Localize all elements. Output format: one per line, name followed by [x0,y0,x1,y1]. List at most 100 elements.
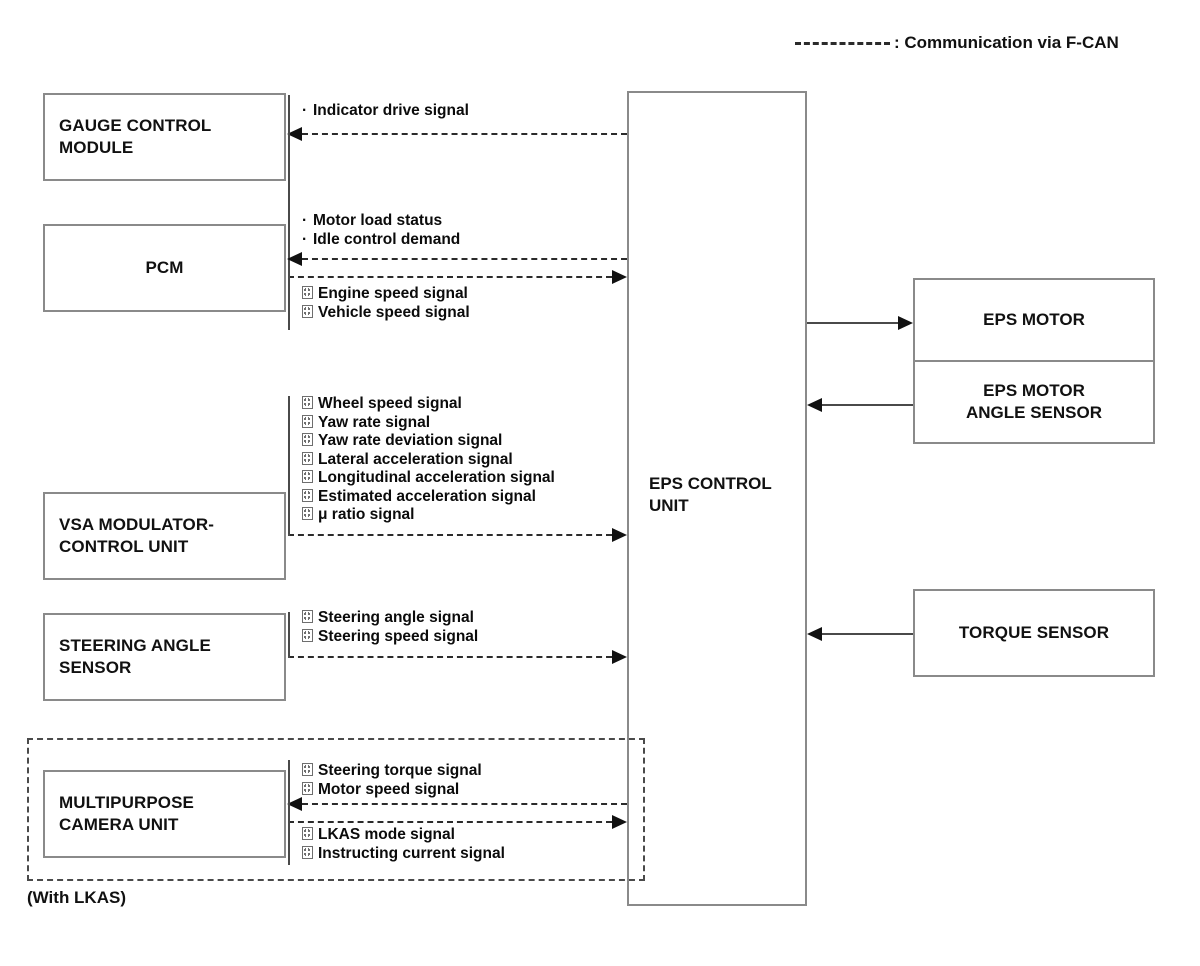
signal-label: Instructing current signal [318,844,505,862]
signal-row: Estimated acceleration signal [302,488,555,507]
connector-camera-to-unit [288,821,612,823]
lkas-group-caption: (With LKAS) [27,888,126,907]
pcm-label: PCM [145,258,184,278]
arrowhead-camera-to-unit [612,815,627,829]
signal-row: · Idle control demand [302,231,460,250]
multipurpose-camera-unit-box[interactable]: MULTIPURPOSE CAMERA UNIT [43,770,286,858]
signal-row: Longitudinal acceleration signal [302,469,555,488]
missing-glyph-bullet-icon [302,470,313,483]
signal-row: Yaw rate deviation signal [302,432,555,451]
signal-label: Steering speed signal [318,627,479,645]
dot-bullet-icon: · [302,102,308,119]
signal-label: Idle control demand [313,230,461,248]
dot-bullet-icon: · [302,212,308,229]
signal-row: Motor speed signal [302,781,482,800]
missing-glyph-bullet-icon [302,827,313,840]
gauge-control-module-box[interactable]: GAUGE CONTROL MODULE [43,93,286,181]
arrowhead-vsa-to-unit [612,528,627,542]
pcm-box[interactable]: PCM [43,224,286,312]
arrowhead-steering-to-unit [612,650,627,664]
missing-glyph-bullet-icon [302,781,313,795]
dot-bullet-icon: · [302,230,308,248]
signal-row: Steering angle signal [302,609,478,628]
missing-glyph-bullet-icon [302,304,313,318]
connector-unit-to-camera [302,803,627,805]
signal-label: Yaw rate deviation signal [318,432,503,449]
signal-label: Steering angle signal [318,609,474,626]
signal-label: LKAS mode signal [318,826,455,843]
arrowhead-to-camera [287,797,302,811]
connector-angle-sensor-to-unit [822,404,913,406]
eps-motor-label: EPS MOTOR [983,310,1085,330]
signal-row: Engine speed signal [302,285,470,304]
steering-angle-sensor-box[interactable]: STEERING ANGLE SENSOR [43,613,286,701]
bus-riser-gauge [288,95,290,270]
signal-label: μ ratio signal [318,506,415,523]
signal-label: Wheel speed signal [318,395,462,412]
connector-unit-to-eps-motor [807,322,898,324]
connector-unit-to-pcm [302,258,627,260]
eps-motor-angle-sensor-label: EPS MOTOR ANGLE SENSOR [965,381,1103,422]
signal-label: Longitudinal acceleration signal [318,469,555,486]
arrowhead-angle-sensor-to-unit [807,398,822,412]
signal-row: Steering torque signal [302,762,482,781]
signal-row: Wheel speed signal [302,395,555,414]
eps-control-unit-box[interactable]: EPS CONTROL UNIT [627,91,807,906]
signal-row: Steering speed signal [302,628,478,647]
bus-riser-camera [288,760,290,865]
gauge-control-module-label: GAUGE CONTROL MODULE [59,116,212,157]
dashed-line-icon [795,41,890,45]
missing-glyph-bullet-icon [302,414,313,428]
multipurpose-camera-unit-label: MULTIPURPOSE CAMERA UNIT [59,793,195,834]
arrowhead-pcm-to-unit [612,270,627,284]
torque-sensor-label: TORQUE SENSOR [958,623,1110,643]
torque-sensor-box[interactable]: TORQUE SENSOR [913,589,1155,677]
missing-glyph-bullet-icon [302,286,313,299]
vsa-modulator-control-unit-box[interactable]: VSA MODULATOR- CONTROL UNIT [43,492,286,580]
signal-label: Motor speed signal [318,780,460,798]
signal-label: Lateral acceleration signal [318,450,513,468]
signal-row: μ ratio signal [302,506,555,525]
eps-motor-angle-sensor-cell[interactable]: EPS MOTOR ANGLE SENSOR [915,360,1153,442]
legend: : Communication via F-CAN [795,33,1119,53]
signal-row: LKAS mode signal [302,826,505,845]
signal-label: Yaw rate signal [318,413,430,431]
signal-row: · Indicator drive signal [302,102,469,121]
lkas-group-frame [27,738,645,881]
signal-row: Yaw rate signal [302,414,555,433]
missing-glyph-bullet-icon [302,433,313,446]
eps-motor-assembly-box[interactable]: EPS MOTOR EPS MOTOR ANGLE SENSOR [913,278,1155,444]
connector-unit-to-gauge [302,133,627,135]
signal-label: Steering torque signal [318,762,482,779]
bus-riser-pcm [288,270,290,330]
vsa-modulator-control-unit-label: VSA MODULATOR- CONTROL UNIT [59,515,215,556]
bus-riser-steering [288,612,290,658]
arrowhead-to-pcm [287,252,302,266]
missing-glyph-bullet-icon [302,763,313,776]
eps-motor-cell[interactable]: EPS MOTOR [915,280,1153,360]
signal-label: Indicator drive signal [313,102,469,119]
signal-list-unit-to-pcm: ·Motor load status·Idle control demand [302,212,460,249]
arrowhead-to-eps-motor [898,316,913,330]
arrowhead-to-gauge [287,127,302,141]
legend-label: : Communication via F-CAN [894,33,1119,52]
connector-pcm-to-unit [288,276,612,278]
signal-row: Lateral acceleration signal [302,451,555,470]
missing-glyph-bullet-icon [302,610,313,623]
signal-row: Instructing current signal [302,845,505,864]
missing-glyph-bullet-icon [302,451,313,465]
missing-glyph-bullet-icon [302,507,313,520]
arrowhead-torque-sensor-to-unit [807,627,822,641]
bus-riser-vsa [288,396,290,536]
connector-steering-to-unit [288,656,612,658]
signal-label: Engine speed signal [318,285,468,302]
missing-glyph-bullet-icon [302,845,313,859]
signal-list-gauge: · Indicator drive signal [302,102,469,121]
signal-label: Vehicle speed signal [318,303,470,321]
